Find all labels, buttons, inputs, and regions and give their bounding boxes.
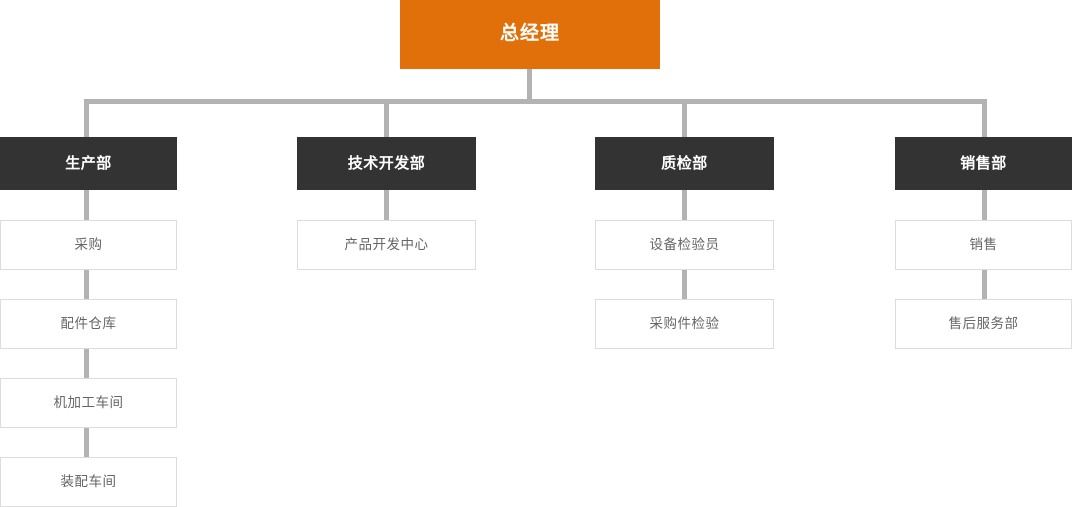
connector-bus-to-dept-3 xyxy=(682,99,687,138)
connector-bus-to-dept-1 xyxy=(84,99,89,138)
node-root-general-manager[interactable]: 总经理 xyxy=(400,0,660,69)
connector-root-down xyxy=(527,69,532,103)
node-dept-technical-development[interactable]: 技术开发部 xyxy=(297,137,476,190)
node-leaf-procurement-label: 采购 xyxy=(74,236,103,252)
connector-production-to-child-1 xyxy=(84,190,89,220)
node-leaf-machining-workshop[interactable]: 机加工车间 xyxy=(0,378,177,428)
node-leaf-product-development-center-label: 产品开发中心 xyxy=(344,236,429,252)
node-leaf-product-development-center[interactable]: 产品开发中心 xyxy=(297,220,476,270)
node-leaf-sales-label: 销售 xyxy=(969,236,998,252)
node-dept-technical-development-label: 技术开发部 xyxy=(347,154,426,172)
node-leaf-equipment-inspector[interactable]: 设备检验员 xyxy=(595,220,774,270)
node-leaf-assembly-workshop-label: 装配车间 xyxy=(60,473,117,489)
connector-bus-to-dept-4 xyxy=(982,99,987,138)
node-leaf-assembly-workshop[interactable]: 装配车间 xyxy=(0,457,177,507)
node-dept-quality-inspection[interactable]: 质检部 xyxy=(595,137,774,190)
node-leaf-purchased-parts-inspection[interactable]: 采购件检验 xyxy=(595,299,774,349)
connector-bus-to-dept-2 xyxy=(384,99,389,138)
node-leaf-after-sales-service-label: 售后服务部 xyxy=(948,315,1019,331)
connector-techdev-to-child-1 xyxy=(384,190,389,220)
connector-production-child-2-to-3 xyxy=(84,349,89,378)
node-dept-production[interactable]: 生产部 xyxy=(0,137,177,190)
connector-quality-child-1-to-2 xyxy=(682,270,687,299)
connector-quality-to-child-1 xyxy=(682,190,687,220)
node-leaf-purchased-parts-inspection-label: 采购件检验 xyxy=(649,315,720,331)
node-leaf-after-sales-service[interactable]: 售后服务部 xyxy=(895,299,1072,349)
node-leaf-equipment-inspector-label: 设备检验员 xyxy=(649,236,720,252)
node-leaf-sales[interactable]: 销售 xyxy=(895,220,1072,270)
node-dept-production-label: 生产部 xyxy=(65,154,112,172)
node-dept-sales[interactable]: 销售部 xyxy=(895,137,1072,190)
node-dept-quality-inspection-label: 质检部 xyxy=(661,154,708,172)
connector-production-child-3-to-4 xyxy=(84,428,89,457)
connector-sales-child-1-to-2 xyxy=(982,270,987,299)
node-dept-sales-label: 销售部 xyxy=(960,154,1007,172)
connector-production-child-1-to-2 xyxy=(84,270,89,299)
connector-sales-to-child-1 xyxy=(982,190,987,220)
node-leaf-procurement[interactable]: 采购 xyxy=(0,220,177,270)
node-leaf-parts-warehouse[interactable]: 配件仓库 xyxy=(0,299,177,349)
node-leaf-machining-workshop-label: 机加工车间 xyxy=(53,394,124,410)
node-leaf-parts-warehouse-label: 配件仓库 xyxy=(60,315,117,331)
node-root-label: 总经理 xyxy=(499,23,560,45)
connector-horizontal-bus xyxy=(84,99,987,104)
